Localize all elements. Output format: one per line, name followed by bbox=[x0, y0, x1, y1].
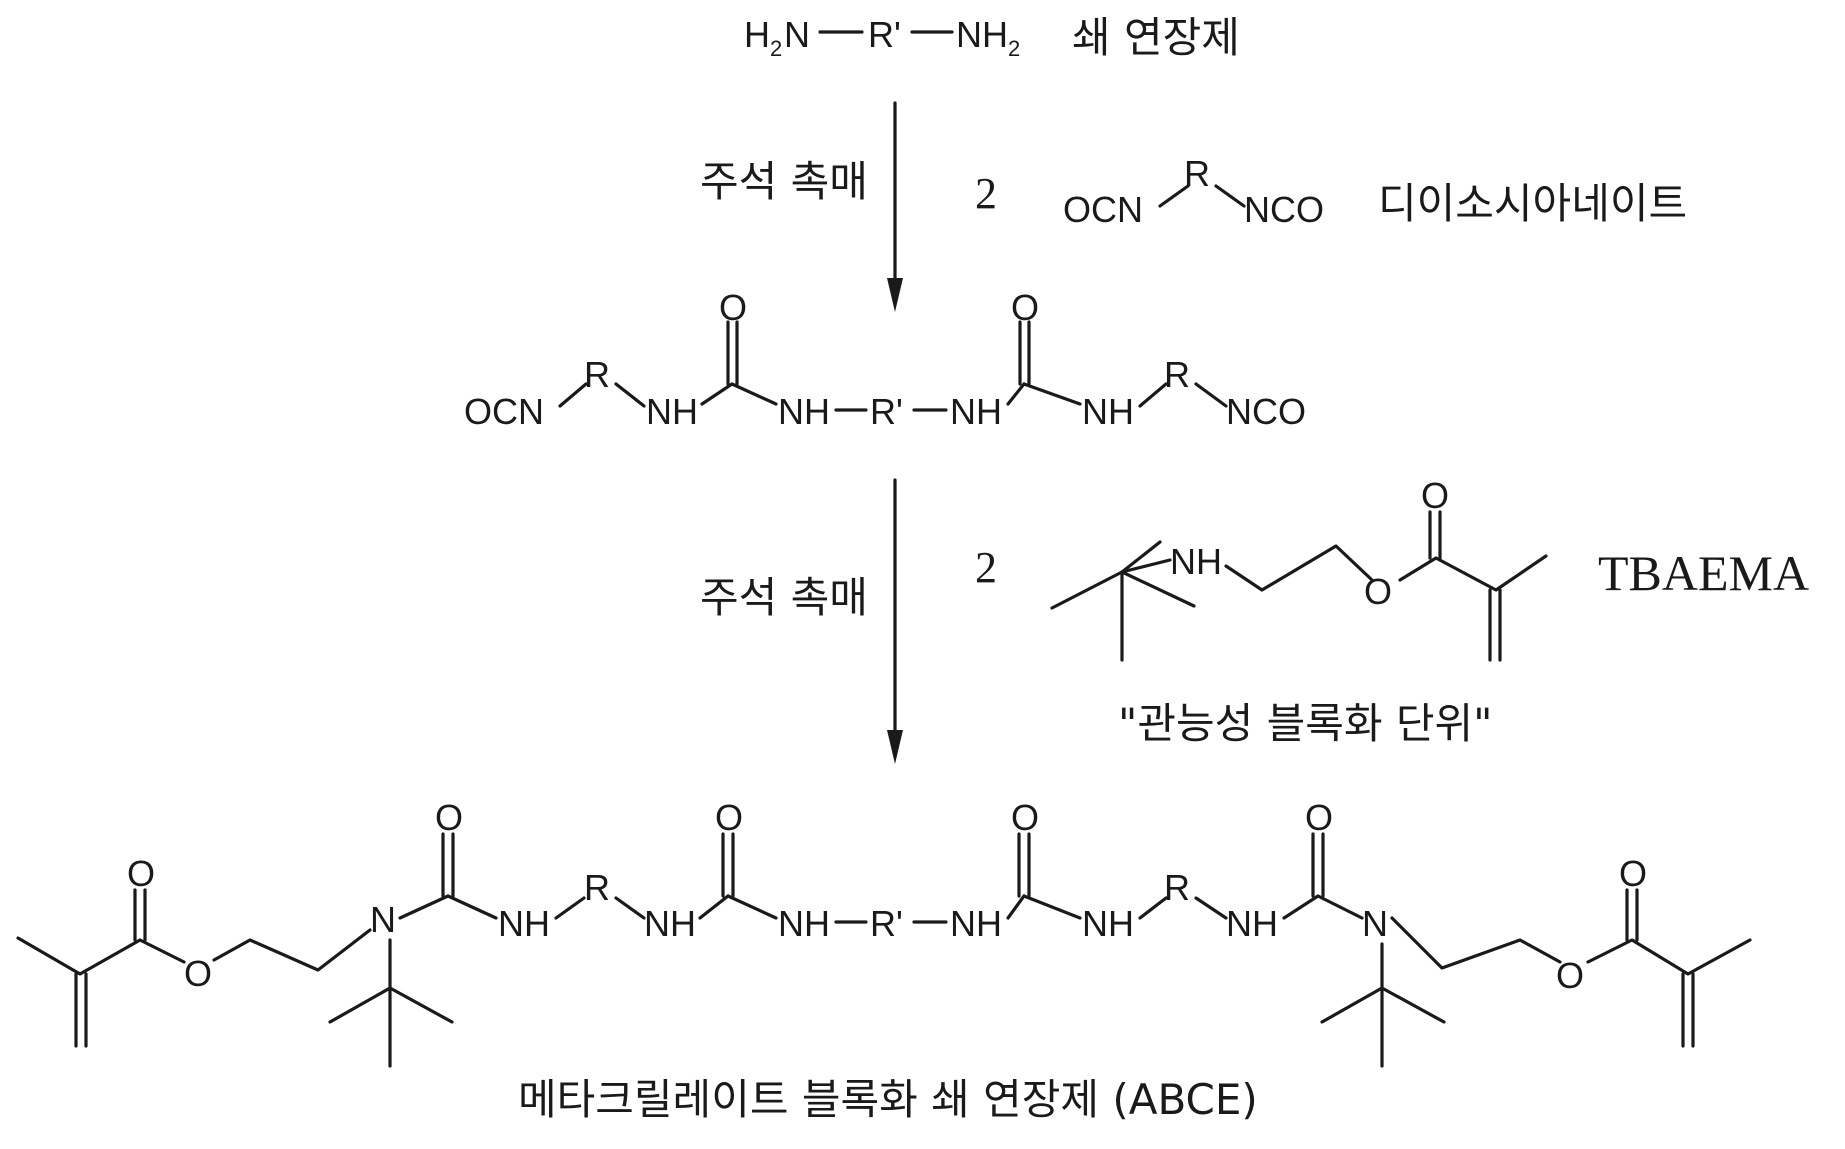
atom-nco: NCO bbox=[1226, 391, 1306, 432]
blocking-unit-label: "관능성 블록화 단위" bbox=[1118, 699, 1492, 748]
bond bbox=[1196, 384, 1226, 406]
atom-o: O bbox=[1421, 475, 1449, 516]
bond bbox=[732, 384, 776, 404]
atom-nh: NH bbox=[1082, 903, 1134, 944]
atom-o: O bbox=[1011, 797, 1039, 838]
atom-o: O bbox=[127, 853, 155, 894]
bond bbox=[556, 898, 584, 918]
atom-nh: NH bbox=[1170, 541, 1222, 582]
subscript-2: 2 bbox=[1008, 36, 1020, 61]
atom-r-prime: R' bbox=[870, 903, 903, 944]
bond bbox=[330, 988, 390, 1022]
bond bbox=[1382, 988, 1444, 1022]
atom-nco: NCO bbox=[1244, 189, 1324, 230]
atom-o: O bbox=[184, 953, 212, 994]
catalyst-label-1: 주석 촉매 bbox=[700, 157, 868, 206]
atom-r-prime: R' bbox=[868, 14, 901, 55]
atom-nh: NH bbox=[498, 903, 550, 944]
diisocyanate-structure: OCN R NCO bbox=[1063, 153, 1324, 230]
bond bbox=[1052, 572, 1122, 608]
stoichiometry-2: 2 bbox=[975, 543, 997, 592]
atom-o: O bbox=[715, 797, 743, 838]
bond bbox=[1024, 384, 1080, 404]
intermediate-structure: OCN R NH O NH R' NH O NH R NCO bbox=[464, 287, 1306, 432]
bond bbox=[702, 384, 732, 404]
tbaema-label: TBAEMA bbox=[1598, 545, 1809, 601]
arrowhead bbox=[887, 278, 903, 312]
bond bbox=[1284, 896, 1318, 918]
bond bbox=[1392, 918, 1560, 968]
bond bbox=[1140, 384, 1166, 406]
atom-n: N bbox=[370, 899, 396, 940]
atom-nh: NH bbox=[1082, 391, 1134, 432]
atom-nh: NH bbox=[778, 391, 830, 432]
bond bbox=[1196, 898, 1226, 918]
tbaema-structure: NH O O bbox=[1052, 475, 1546, 660]
atom-nh: NH bbox=[778, 903, 830, 944]
bond bbox=[1318, 896, 1362, 918]
atom-nh: NH bbox=[644, 903, 696, 944]
atom-o: O bbox=[1305, 797, 1333, 838]
bond bbox=[448, 896, 496, 918]
atom-o: O bbox=[1011, 287, 1039, 328]
arrowhead bbox=[887, 730, 903, 764]
atom-nh: NH bbox=[956, 14, 1008, 55]
bond bbox=[700, 896, 728, 918]
bond bbox=[728, 896, 776, 918]
subscript-2: 2 bbox=[770, 36, 782, 61]
atom-nh: NH bbox=[1226, 903, 1278, 944]
diamine-structure: H 2 N R' NH 2 bbox=[744, 14, 1020, 61]
bond bbox=[390, 988, 452, 1022]
atom-ocn: OCN bbox=[464, 391, 544, 432]
bond bbox=[1216, 186, 1244, 206]
bond bbox=[1024, 896, 1080, 918]
bond bbox=[1140, 898, 1166, 918]
atom-o: O bbox=[1556, 955, 1584, 996]
atom-n: N bbox=[784, 14, 810, 55]
bond bbox=[1226, 546, 1372, 590]
atom-h: H bbox=[744, 14, 770, 55]
bond bbox=[140, 940, 184, 962]
atom-r: R bbox=[1164, 867, 1190, 908]
bond bbox=[1588, 940, 1750, 974]
bond bbox=[616, 384, 644, 406]
diisocyanate-label: 디이소시아네이트 bbox=[1378, 179, 1687, 228]
atom-r: R bbox=[1184, 153, 1210, 194]
product-label: 메타크릴레이트 블록화 쇄 연장제 (ABCE) bbox=[518, 1075, 1258, 1124]
bond bbox=[1008, 896, 1024, 918]
chain-extender-label: 쇄 연장제 bbox=[1072, 13, 1240, 62]
atom-ocn: OCN bbox=[1063, 189, 1143, 230]
bond bbox=[18, 938, 140, 974]
bond bbox=[1008, 384, 1024, 404]
atom-r: R bbox=[1164, 354, 1190, 395]
atom-nh: NH bbox=[950, 903, 1002, 944]
atom-r: R bbox=[584, 867, 610, 908]
atom-o: O bbox=[435, 797, 463, 838]
atom-nh: NH bbox=[646, 391, 698, 432]
abce-structure: O O N O NH R NH O NH R' NH O bbox=[18, 797, 1750, 1066]
bond bbox=[616, 898, 644, 918]
atom-n: N bbox=[1362, 903, 1388, 944]
atom-o: O bbox=[719, 287, 747, 328]
bond bbox=[214, 930, 370, 970]
catalyst-label-2: 주석 촉매 bbox=[700, 573, 868, 622]
bond bbox=[560, 384, 586, 406]
atom-nh: NH bbox=[950, 391, 1002, 432]
atom-o: O bbox=[1619, 853, 1647, 894]
atom-r: R bbox=[584, 354, 610, 395]
atom-r-prime: R' bbox=[870, 391, 903, 432]
bond bbox=[1322, 988, 1382, 1022]
bond bbox=[400, 896, 448, 918]
bond bbox=[1400, 556, 1546, 590]
atom-o: O bbox=[1364, 571, 1392, 612]
stoichiometry-1: 2 bbox=[975, 169, 997, 218]
